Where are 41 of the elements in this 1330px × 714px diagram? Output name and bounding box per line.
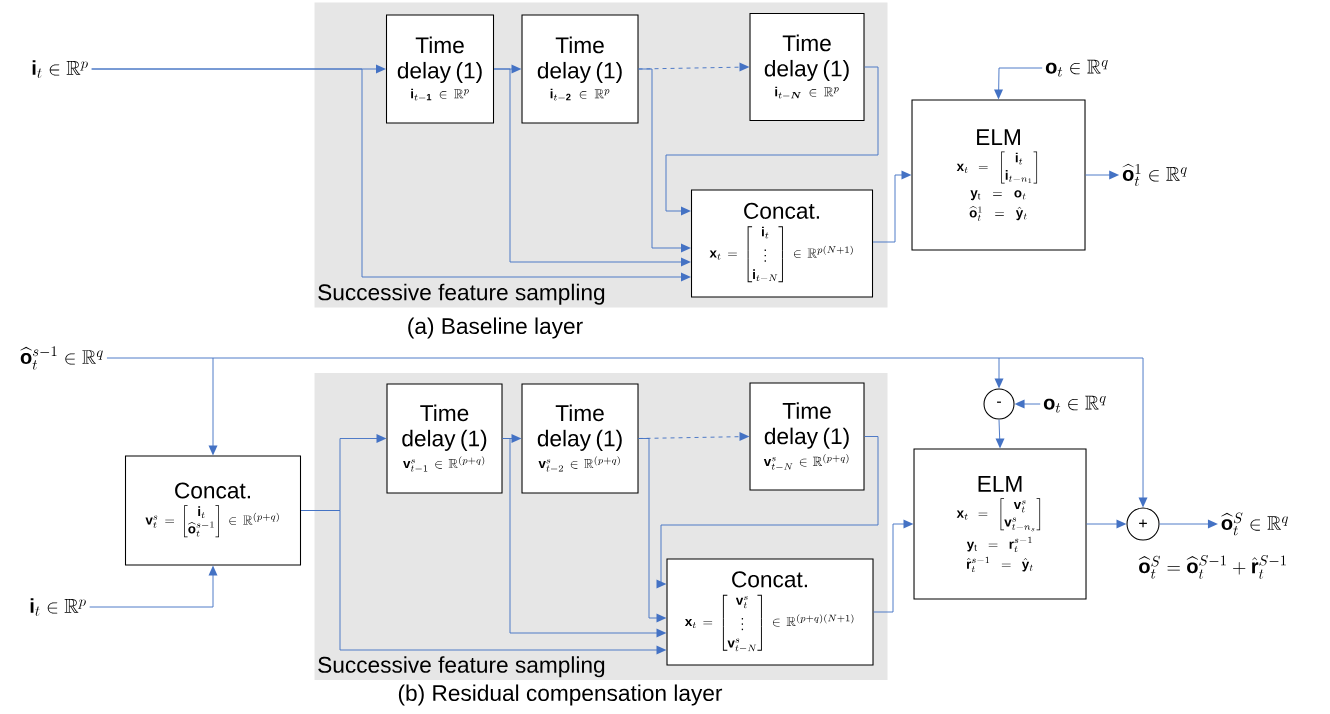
time-delay-box: Time delay (1) $\mathbf{v}_{t-1}^s \in \mathbb{R}^{(p+q)}$ xyxy=(386,383,503,494)
output-label: $\widehat{\mathbf{o}}_t^S \in \mathbb{R}^q$ xyxy=(1221,512,1289,536)
time-delay-box: Time delay (1) $\mathbf{v}_{t-N}^s \in \mathbb{R}^{(p+q)}$ xyxy=(749,382,865,491)
arrow xyxy=(656,436,879,589)
time-delay-box: Time delay (1) $\mathbf{v}_{t-2}^s \in \mathbb{R}^{(p+q)}$ xyxy=(521,383,639,494)
input-label: $\widehat{\mathbf{o}}_t^{s-1} \in \mathbb{R}^q$ xyxy=(20,346,103,370)
arrow xyxy=(638,68,691,253)
arrow xyxy=(91,68,691,282)
input-label: $\mathbf{i}_t \in \mathbb{R}^p$ xyxy=(32,60,88,78)
arrow xyxy=(872,170,912,243)
input-label: $\mathbf{o}_t \in \mathbb{R}^q$ xyxy=(1045,59,1108,77)
elm-box: ELM $\mathbf{x}_t = \begin{bmatrix}\mathbf{i}_t\\ \mathbf{i}_{t-n_1}\end{bmatrix}$ $\mathbf{y}_{\mathrm{t}} = \mathbf{o}_t$ $\widehat{\mathbf{o}}_t^1 = \hat{\mathbf{y}}_t$ xyxy=(911,99,1086,251)
input-label: $\mathbf{i}_t \in \mathbb{R}^p$ xyxy=(30,598,86,616)
time-delay-box: Time delay (1) $\mathbf{i}_{t-\mathbf{2}} \in \mathbb{R}^p$ xyxy=(521,14,639,124)
arrow xyxy=(502,438,667,638)
elm-box: ELM $\mathbf{x}_t = \begin{bmatrix}\mathbf{v}_t^s\\ \mathbf{v}_{t-n_s}^s\end{bmatrix}$ $\mathbf{y}_{\mathrm{t}} = \mathbf{r}_t^{s-1}$ $\hat{\mathbf{r}}_t^{s-1} = \hat{\mathbf{y}}_t$ xyxy=(913,448,1087,600)
arrow xyxy=(665,66,879,216)
arrow xyxy=(493,68,691,267)
caption: (b) Residual compensation layer xyxy=(398,684,723,706)
concat-box: Concat. $\mathbf{x}_t = \begin{bmatrix}\mathbf{i}_t\\ \vdots\\ \mathbf{i}_{t-N}\end{bmatrix} \in \mathbb{R}^{p(N+1)}$ xyxy=(690,189,874,298)
arrow xyxy=(1159,519,1218,529)
arrow xyxy=(300,510,667,655)
equation: $\widehat{\mathbf{o}}_t^S = \widehat{\mathbf{o}}_t^{S-1} + \hat{\mathbf{r}}_t^{S-1}$ xyxy=(1138,555,1286,579)
output-label: $\widehat{\mathbf{o}}_t^1 \in \mathbb{R}^q$ xyxy=(1122,163,1187,187)
input-label: $\mathbf{o}_t \in \mathbb{R}^q$ xyxy=(1043,395,1106,413)
arrow xyxy=(1086,519,1127,529)
arrow xyxy=(1085,170,1120,180)
arrow xyxy=(1014,399,1041,409)
arrow xyxy=(994,357,1004,389)
arrow xyxy=(873,519,914,613)
arrow xyxy=(995,419,1005,449)
arrow xyxy=(994,67,1043,100)
concat-box: Concat. $\mathbf{x}_t = \begin{bmatrix}\mathbf{v}_t^s\\ \vdots\\ \mathbf{v}_{t-N}^s\end{bmatrix} \in \mathbb{R}^{(p+q)(N+1)}$ xyxy=(666,558,874,666)
arrow xyxy=(638,438,667,623)
arrow xyxy=(208,357,218,456)
time-delay-box: Time delay (1) $\mathbf{i}_{t-\mathbf{1}} \in \mathbb{R}^p$ xyxy=(385,14,495,124)
time-delay-box: Time delay (1) $\mathbf{i}_{t-\boldsymbol{N}} \in \mathbb{R}^p$ xyxy=(749,12,865,122)
arrow xyxy=(89,565,218,608)
arrow xyxy=(1138,357,1148,508)
caption: (a) Baseline layer xyxy=(408,317,583,339)
concat-box: Concat. $\mathbf{v}_t^s = \begin{bmatrix}\mathbf{i}_t\\ \widehat{\mathbf{o}}_t^{s-1}\end{bmatrix} \in \mathbb{R}^{(p+q)}$ xyxy=(124,455,302,566)
